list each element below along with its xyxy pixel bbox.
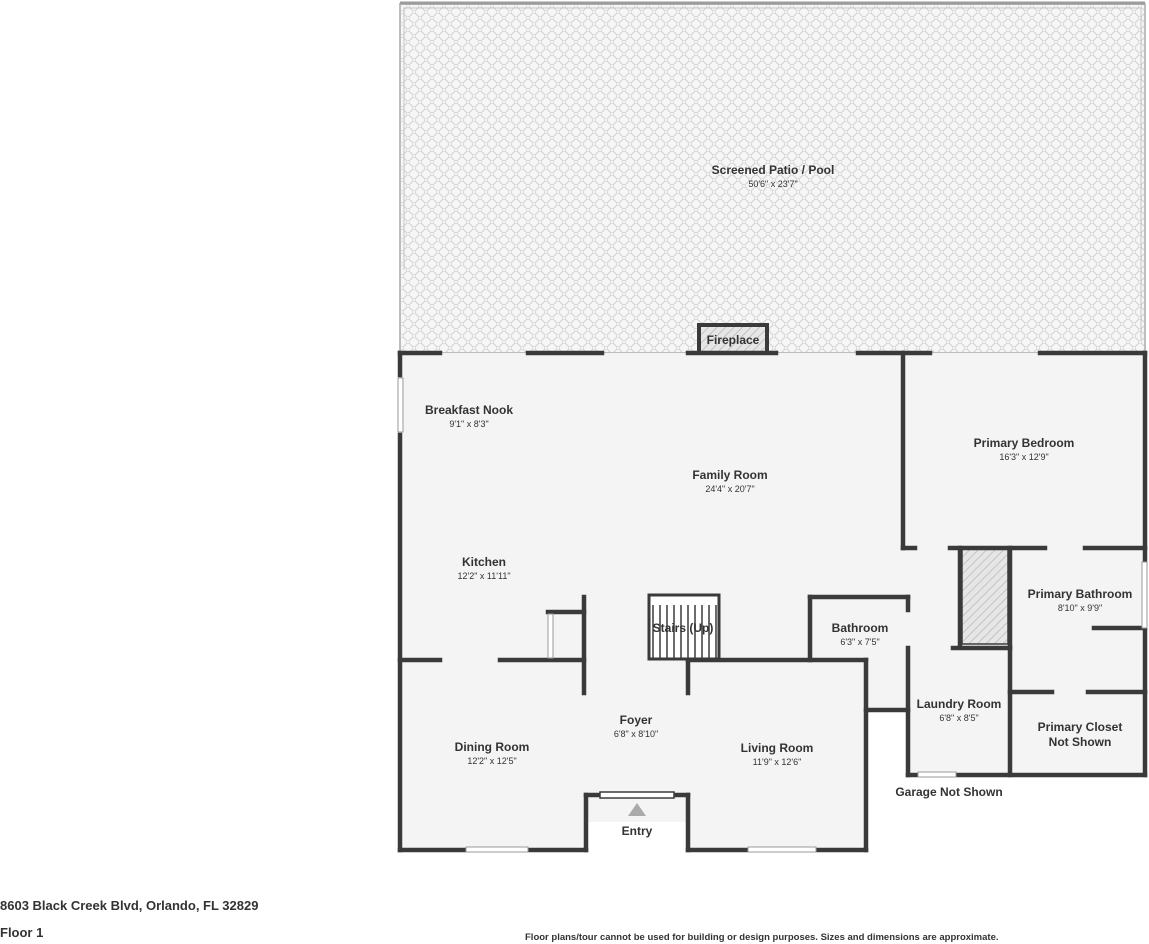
laundry-dims: 6'8" x 8'5" <box>939 713 978 723</box>
kitchen-name: Kitchen <box>462 555 506 569</box>
closet-name-line2: Not Shown <box>1049 735 1112 749</box>
entry-door <box>599 791 675 816</box>
patio-name: Screened Patio / Pool <box>712 163 835 177</box>
bathroom-name: Bathroom <box>832 621 889 635</box>
patio-dims: 50'6" x 23'7" <box>748 179 797 189</box>
fireplace <box>697 323 769 355</box>
windows <box>397 377 1148 853</box>
living-name: Living Room <box>741 741 814 755</box>
foyer-name: Foyer <box>620 713 653 727</box>
fireplace-label: Fireplace <box>707 333 760 347</box>
laundry-name: Laundry Room <box>917 697 1002 711</box>
walls <box>397 350 1148 853</box>
dining-name: Dining Room <box>455 740 530 754</box>
interior-floor <box>400 353 1145 850</box>
foyer-dims: 6'8" x 8'10" <box>614 729 658 739</box>
primary-bath-dims: 8'10" x 9'9" <box>1058 603 1102 613</box>
bedroom-dims: 16'3" x 12'9" <box>999 452 1048 462</box>
dining-dims: 12'2" x 12'5" <box>467 756 516 766</box>
stairs-label: Stairs (Up) <box>653 621 714 635</box>
screened-patio-area <box>399 1 1146 354</box>
mechanical-chase <box>961 547 1009 645</box>
closet-name-line1: Primary Closet <box>1038 720 1123 734</box>
family-name: Family Room <box>692 468 767 482</box>
living-dims: 11'9" x 12'6" <box>753 757 802 767</box>
room-labels: Screened Patio / Pool 50'6" x 23'7" Fire… <box>425 163 1132 838</box>
bedroom-name: Primary Bedroom <box>974 436 1075 450</box>
entry-label: Entry <box>622 824 653 838</box>
family-dims: 24'4" x 20'7" <box>705 484 754 494</box>
nook-dims: 9'1" x 8'3" <box>449 419 488 429</box>
nook-name: Breakfast Nook <box>425 403 513 417</box>
primary-bath-name: Primary Bathroom <box>1028 587 1133 601</box>
kitchen-dims: 12'2" x 11'11" <box>457 571 510 581</box>
garage-label: Garage Not Shown <box>895 785 1002 799</box>
bathroom-dims: 6'3" x 7'5" <box>840 637 879 647</box>
property-address: 8603 Black Creek Blvd, Orlando, FL 32829 <box>0 898 259 913</box>
disclaimer-text: Floor plans/tour cannot be used for buil… <box>525 932 999 943</box>
floor-label: Floor 1 <box>0 925 44 940</box>
stairs-graphic <box>647 593 721 661</box>
